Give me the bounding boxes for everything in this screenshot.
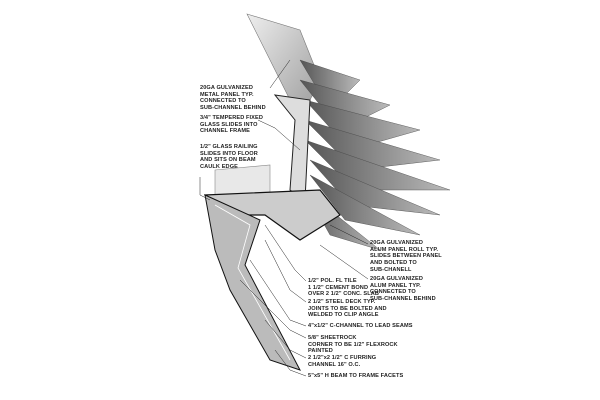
label-line: CHANNEL 16" O.C.	[308, 361, 361, 368]
label-line: 5/8" SHEETROCK	[308, 335, 357, 341]
label-line: ALUM PANEL ROLL TYP.	[370, 246, 439, 253]
label-line: CONNECTED TO	[200, 98, 246, 105]
label-line: SUB-CHANNEL BEHIND	[370, 296, 436, 303]
lower-wall	[204, 194, 302, 371]
label-line: AND SITS ON BEAM	[200, 157, 256, 164]
label-line: JOINTS TO BE BOLTED AND	[308, 305, 387, 312]
label-line: PAINTED	[308, 348, 333, 355]
label-line: OVER 2 1/2" CONC. SLAB	[308, 291, 380, 298]
label-line: CORNER TO BE 1/2" FLEXROCK	[308, 341, 398, 348]
label-line: 2 1/2" STEEL DECK TYP.	[308, 299, 376, 305]
label-line: ALUM PANEL TYP.	[370, 282, 421, 289]
channel-frame	[273, 94, 311, 201]
label-line: 20GA GULVANIZED	[370, 276, 423, 282]
label-c-channel: 4"x1/2" C-CHANNEL TO LEAD SEAMS	[308, 323, 413, 330]
label-line: CAULK EDGE	[200, 164, 238, 171]
label-line: AND BOLTED TO	[370, 260, 417, 267]
label-line: SUB-CHANELL	[370, 266, 412, 273]
label-line: 1 1/2" CEMENT BOND	[308, 284, 369, 291]
label-line: 1/2" GLASS RAILING	[200, 144, 258, 150]
label-line: CONNECTED TO	[370, 289, 416, 296]
label-line: CHANNEL FRAME	[200, 128, 250, 135]
label-line: SLIDES INTO FLOOR	[200, 150, 258, 157]
label-line: GLASS SLIDES INTO	[200, 121, 258, 128]
label-line: SUB-CHANNEL BEHIND	[200, 105, 266, 112]
label-steel-deck: 2 1/2" STEEL DECK TYP.JOINTS TO BE BOLTE…	[308, 299, 387, 319]
label-line: 20GA GULVANIZED	[370, 240, 423, 246]
label-line: 20GA GULVANIZED	[200, 85, 253, 91]
label-line: 3/4" TEMPERED FIXED	[200, 115, 263, 121]
label-line: 1/2" POL. FL TILE	[308, 278, 357, 284]
label-h-beam: 5"x5" H BEAM TO FRAME FACETS	[308, 373, 403, 380]
fin-cluster	[299, 59, 451, 251]
label-line: 4"x1/2" C-CHANNEL TO LEAD SEAMS	[308, 323, 413, 329]
label-line: 5"x5" H BEAM TO FRAME FACETS	[308, 373, 404, 379]
label-line: 2 1/2"x2 1/2" C FURRING	[308, 355, 377, 361]
label-line: METAL PANEL TYP.	[200, 91, 254, 98]
label-line: WELDED TO CLIP ANGLE	[308, 312, 379, 319]
leader-lines	[199, 59, 369, 377]
label-line: SLIDES BETWEEN PANEL	[370, 253, 442, 260]
